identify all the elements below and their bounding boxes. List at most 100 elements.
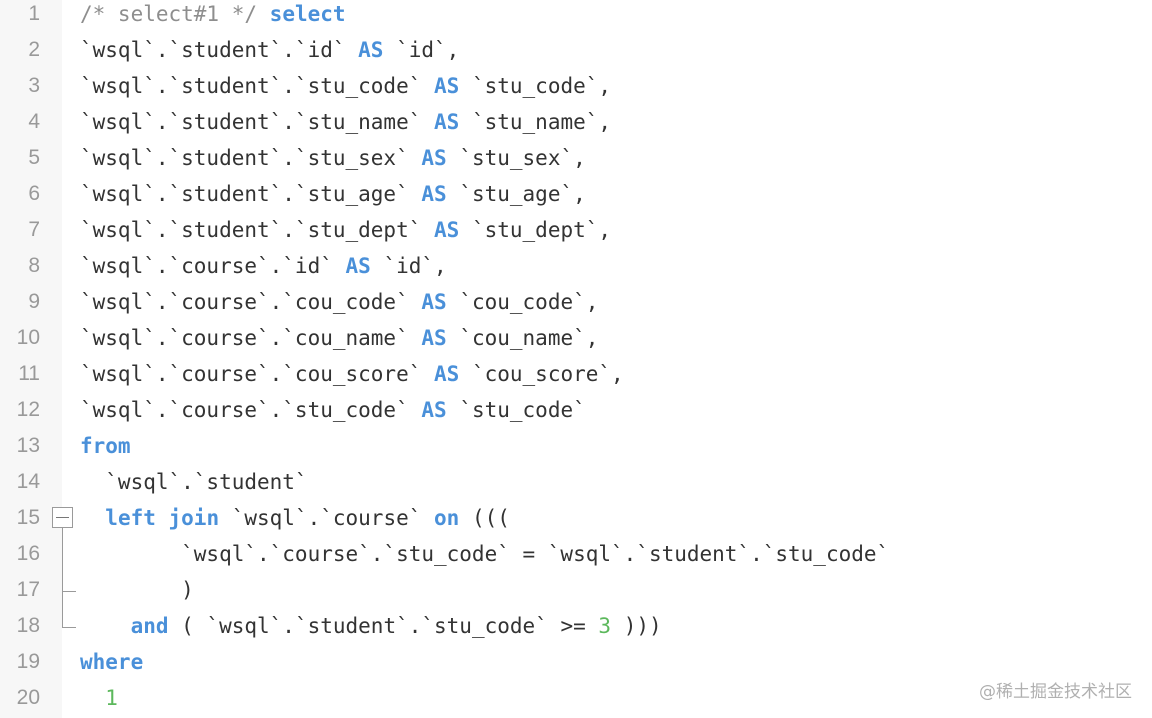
sql-text: ( `wsql`.`student`.`stu_code` >=	[168, 614, 599, 638]
code-line[interactable]: 4 `wsql`.`student`.`stu_name` AS `stu_nam…	[0, 104, 1152, 140]
line-code: `wsql`.`student`.`stu_name` AS `stu_name…	[80, 104, 611, 140]
line-number: 20	[16, 686, 40, 709]
line-number: 19	[16, 650, 40, 673]
line-number: 7	[28, 218, 40, 241]
line-code: )	[80, 572, 194, 608]
line-code: `wsql`.`course`.`id` AS `id`,	[80, 248, 447, 284]
line-code: `wsql`.`student`.`stu_dept` AS `stu_dept…	[80, 212, 611, 248]
line-number: 2	[28, 38, 40, 61]
code-line[interactable]: 18 and ( `wsql`.`student`.`stu_code` >= …	[0, 608, 1152, 644]
line-code: `wsql`.`student`.`stu_code` AS `stu_code…	[80, 68, 611, 104]
sql-text: `stu_code`	[446, 398, 586, 422]
code-line[interactable]: 5`wsql`.`student`.`stu_sex` AS `stu_sex`…	[0, 140, 1152, 176]
line-number: 9	[28, 290, 40, 313]
code-line[interactable]: 1 /* select#1 */ select	[0, 0, 1152, 32]
sql-keyword: where	[80, 650, 144, 674]
line-number: 17	[16, 578, 40, 601]
sql-text: )))	[611, 614, 662, 638]
line-number: 10	[16, 326, 40, 349]
code-line[interactable]: 15 left join `wsql`.`course` on (((	[0, 500, 1152, 536]
sql-text	[80, 614, 131, 638]
sql-keyword: AS	[421, 146, 447, 170]
sql-text: `wsql`.`course`.`id`	[80, 254, 346, 278]
code-line[interactable]: 16 `wsql`.`course`.`stu_code` = `wsql`.`…	[0, 536, 1152, 572]
line-number: 12	[16, 398, 40, 421]
line-number: 14	[16, 470, 40, 493]
sql-keyword: from	[80, 434, 131, 458]
line-code: 1	[80, 680, 118, 716]
code-line[interactable]: 6`wsql`.`student`.`stu_age` AS `stu_age`…	[0, 176, 1152, 212]
line-code: /* select#1 */ select	[80, 0, 346, 32]
sql-text: `wsql`.`student`.`stu_sex`	[80, 146, 422, 170]
line-number: 18	[16, 614, 40, 637]
code-line[interactable]: 11`wsql`.`course`.`cou_score` AS `cou_sc…	[0, 356, 1152, 392]
sql-text: `wsql`.`student`.`stu_code`	[80, 74, 435, 98]
sql-text: `id`,	[370, 254, 447, 278]
code-line[interactable]: 3 `wsql`.`student`.`stu_code` AS `stu_cod…	[0, 68, 1152, 104]
line-code: `wsql`.`course`.`stu_code` = `wsql`.`stu…	[80, 536, 889, 572]
sql-text: `stu_age`,	[446, 182, 586, 206]
sql-keyword: AS	[434, 110, 460, 134]
sql-text	[80, 506, 105, 530]
line-number: 5	[28, 146, 40, 169]
line-number: 1	[28, 2, 40, 25]
line-number: 8	[28, 254, 40, 277]
sql-text: (((	[459, 506, 510, 530]
code-line[interactable]: 10 `wsql`.`course`.`cou_name` AS `cou_nam…	[0, 320, 1152, 356]
line-number: 4	[28, 110, 40, 133]
fold-collapse-icon[interactable]	[52, 507, 73, 528]
sql-text: `wsql`.`course`.`stu_code`	[80, 398, 422, 422]
fold-range-line	[62, 528, 63, 628]
code-line[interactable]: 20 1	[0, 680, 1152, 716]
line-number: 16	[16, 542, 40, 565]
sql-text: `cou_code`,	[446, 290, 599, 314]
sql-text: `cou_score`,	[459, 362, 624, 386]
sql-keyword: AS	[421, 398, 447, 422]
line-number: 15	[16, 506, 40, 529]
sql-keyword: AS	[358, 38, 384, 62]
sql-keyword: AS	[421, 326, 447, 350]
sql-number: 3	[598, 614, 612, 638]
sql-text	[257, 2, 270, 26]
sql-text: `wsql`.`student`.`stu_dept`	[80, 218, 435, 242]
code-line[interactable]: 9 `wsql`.`course`.`cou_code` AS `cou_code…	[0, 284, 1152, 320]
sql-text: `wsql`.`student`	[80, 470, 308, 494]
sql-comment: /* select#1 */	[80, 2, 258, 26]
line-number: 13	[16, 434, 40, 457]
sql-text: `wsql`.`course`.`stu_code` = `wsql`.`stu…	[80, 542, 890, 566]
code-line[interactable]: 2 `wsql`.`student`.`id` AS `id`,	[0, 32, 1152, 68]
sql-text: `cou_name`,	[446, 326, 599, 350]
watermark: @稀土掘金技术社区	[979, 682, 1132, 702]
sql-text: `wsql`.`student`.`id`	[80, 38, 359, 62]
sql-text: `wsql`.`course`.`cou_code`	[80, 290, 422, 314]
line-code: `wsql`.`course`.`cou_code` AS `cou_code`…	[80, 284, 598, 320]
code-line[interactable]: 17 )	[0, 572, 1152, 608]
line-code: `wsql`.`course`.`cou_name` AS `cou_name`…	[80, 320, 598, 356]
sql-text: `wsql`.`course`.`cou_name`	[80, 326, 422, 350]
code-line[interactable]: 13 from	[0, 428, 1152, 464]
line-code: `wsql`.`student`	[80, 464, 308, 500]
line-code: `wsql`.`student`.`id` AS `id`,	[80, 32, 459, 68]
line-number-gutter	[0, 0, 62, 718]
line-number: 3	[28, 74, 40, 97]
line-code: left join `wsql`.`course` on (((	[80, 500, 510, 536]
sql-number: 1	[105, 686, 118, 710]
sql-text: )	[80, 578, 194, 602]
line-code: `wsql`.`course`.`cou_score` AS `cou_scor…	[80, 356, 624, 392]
sql-keyword: AS	[345, 254, 371, 278]
code-line[interactable]: 19 where	[0, 644, 1152, 680]
code-line[interactable]: 14 `wsql`.`student`	[0, 464, 1152, 500]
sql-keyword: AS	[421, 182, 447, 206]
sql-text: `stu_dept`,	[459, 218, 612, 242]
code-line[interactable]: 7 `wsql`.`student`.`stu_dept` AS `stu_dep…	[0, 212, 1152, 248]
code-line[interactable]: 8 `wsql`.`course`.`id` AS `id`,	[0, 248, 1152, 284]
code-line[interactable]: 12 `wsql`.`course`.`stu_code` AS `stu_cod…	[0, 392, 1152, 428]
sql-keyword: left join	[105, 506, 220, 530]
sql-keyword: on	[434, 506, 460, 530]
sql-text	[80, 686, 105, 710]
sql-text: `stu_code`,	[459, 74, 612, 98]
line-code: `wsql`.`course`.`stu_code` AS `stu_code`	[80, 392, 586, 428]
sql-keyword: AS	[434, 218, 460, 242]
